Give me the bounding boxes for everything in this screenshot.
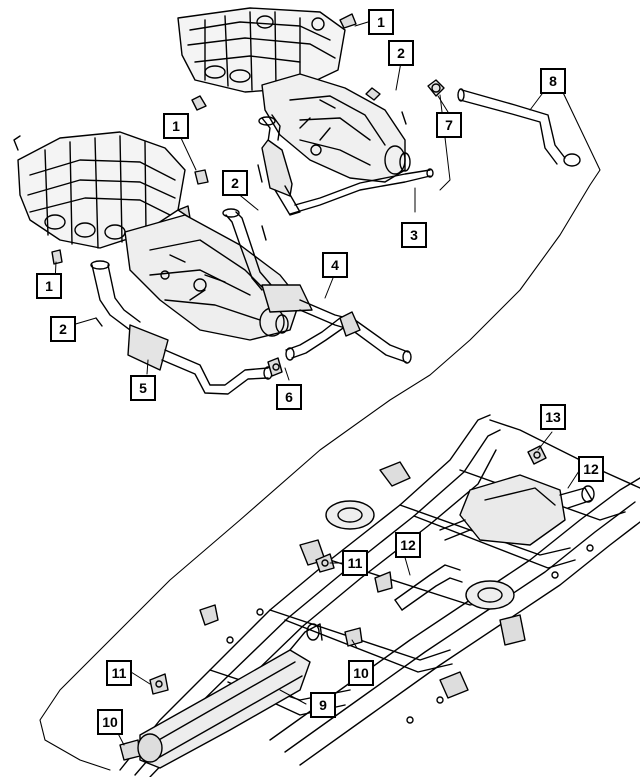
tailpipe-assembly [427,79,581,167]
callout-1-top: 1 [368,9,394,35]
hanger-13 [527,445,547,465]
callout-2-top: 2 [388,40,414,66]
middle-transmission [124,214,301,341]
hangers [119,553,363,761]
callout-8: 8 [540,68,566,94]
callout-11-lower: 11 [106,660,132,686]
callout-13: 13 [540,404,566,430]
callout-12-lower: 12 [395,532,421,558]
callout-7: 7 [436,112,462,138]
intermediate-pipe [374,564,463,611]
upper-transmission [261,73,411,183]
callout-2-middle: 2 [222,170,248,196]
upper-engine-assembly [177,7,357,111]
middle-exhaust-pipes [51,208,412,395]
callout-6: 6 [276,384,302,410]
callout-3: 3 [401,222,427,248]
callout-9: 9 [310,692,336,718]
callout-10-upper: 10 [348,660,374,686]
rear-muffler [439,474,595,546]
callout-4: 4 [322,252,348,278]
callout-1-left: 1 [36,273,62,299]
callout-12-right: 12 [578,456,604,482]
callout-5: 5 [130,375,156,401]
vehicle-frame [119,414,640,777]
routing-line [39,81,601,771]
upper-exhaust-pipe [257,87,434,216]
callout-11-upper: 11 [342,550,368,576]
callout-1-middle: 1 [163,113,189,139]
callout-10-lower: 10 [97,709,123,735]
callout-2-left: 2 [50,316,76,342]
main-muffler [137,623,323,769]
